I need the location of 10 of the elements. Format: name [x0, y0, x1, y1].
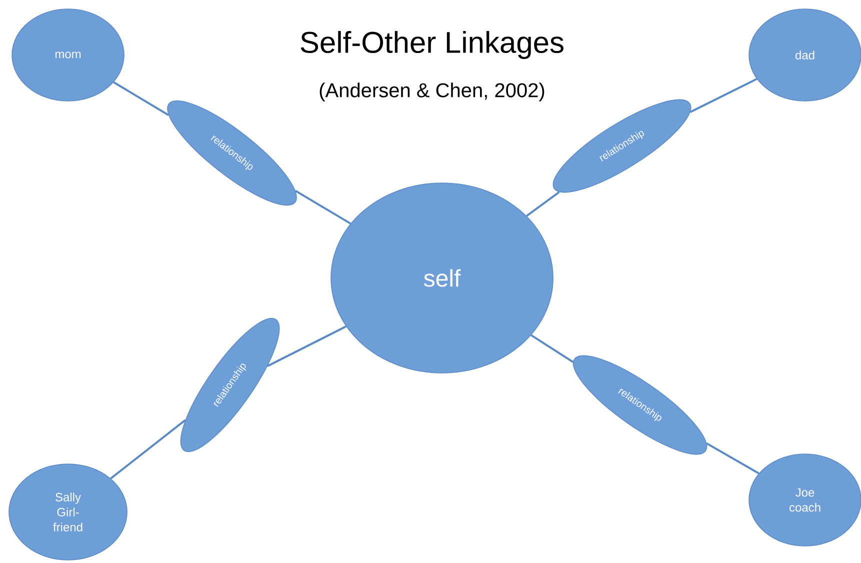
connector-line: [690, 78, 758, 113]
connector-line: [267, 326, 346, 367]
connector-line: [294, 190, 352, 224]
connector-line: [113, 81, 170, 116]
connector-line: [530, 334, 574, 363]
connector-line: [706, 442, 760, 474]
connector-line: [110, 419, 186, 480]
connector-line: [526, 191, 560, 217]
title: Self-Other Linkages: [300, 31, 564, 59]
citation: (Andersen & Chen, 2002): [320, 82, 544, 102]
